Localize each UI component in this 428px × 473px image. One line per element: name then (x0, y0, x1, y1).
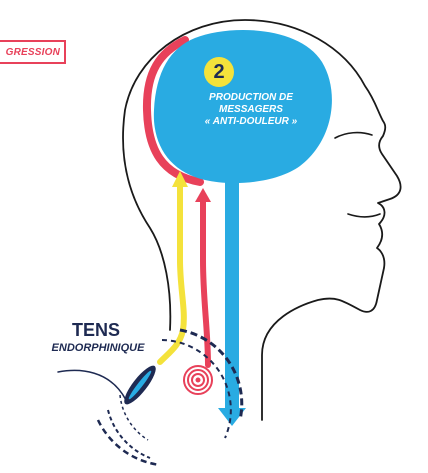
tens-electrode (120, 362, 161, 408)
step-number-badge: 2 (204, 57, 234, 87)
brain-caption-line-2: MESSAGERS (186, 104, 316, 116)
eye-line (335, 133, 372, 138)
device-title: TENS (36, 320, 156, 340)
device-subtitle: ENDORPHINIQUE (28, 341, 168, 355)
tens-wire (58, 370, 126, 400)
brain-caption-line-3: « ANTI-DOULEUR » (186, 116, 316, 128)
brain-caption-line-1: PRODUCTION DE (186, 92, 316, 104)
progression-label-text: GRESSION (6, 47, 60, 58)
red-arrow-head (195, 188, 211, 202)
step-number: 2 (213, 61, 224, 84)
brain-caption: PRODUCTION DE MESSAGERS « ANTI-DOULEUR » (186, 92, 316, 128)
progression-label: GRESSION (0, 40, 66, 64)
pain-target (184, 366, 212, 394)
dashed-arc-5 (120, 395, 148, 440)
dashed-arc-3 (108, 410, 150, 458)
mouth-line (348, 214, 380, 217)
yellow-ascending-path (160, 185, 184, 362)
dashed-arc-4 (98, 420, 160, 465)
